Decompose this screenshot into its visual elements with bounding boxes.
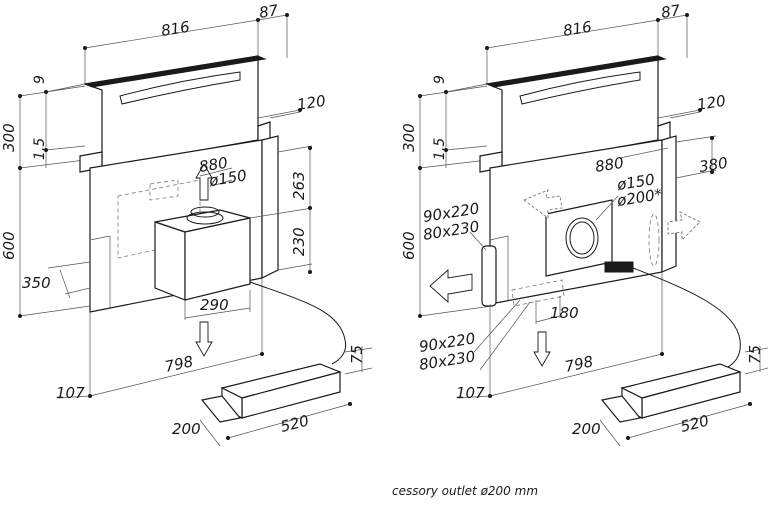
right-view	[418, 13, 768, 447]
right-dim-side-depth: 120	[696, 92, 727, 114]
left-dim-side-offset: 350	[22, 274, 51, 292]
left-view	[18, 13, 373, 447]
left-dim-outlet-diameter: ø150	[207, 166, 248, 190]
left-dim-bottom-width: 798	[163, 352, 195, 376]
left-dim-unit-length: 520	[279, 411, 311, 435]
left-dim-rise-height: 300	[0, 123, 18, 152]
right-dim-glass-thickness: 9	[432, 75, 448, 84]
left-dim-unit-depth: 200	[172, 420, 201, 438]
right-dim-width-top: 816	[562, 18, 593, 40]
right-dim-frame-thickness: 1.5	[432, 138, 448, 160]
left-dim-width-top: 816	[160, 18, 191, 40]
left-dim-bottom-depth: 107	[56, 384, 85, 402]
left-dim-glass-thickness: 9	[32, 75, 48, 84]
right-dim-body-width: 880	[594, 154, 625, 176]
left-dim-motor-width: 290	[200, 296, 229, 314]
left-dim-upper-offset: 263	[290, 171, 308, 200]
right-dim-depth-top: 87	[660, 1, 682, 22]
left-dim-body-width: 880	[198, 154, 229, 176]
right-dim-unit-depth: 200	[572, 420, 601, 438]
caption: cessory outlet ø200 mm	[392, 484, 538, 498]
right-dim-unit-length: 520	[679, 411, 711, 435]
right-dim-body-height: 600	[400, 231, 418, 260]
right-dim-bottom-depth: 107	[456, 384, 485, 402]
left-dim-body-height: 600	[0, 231, 18, 260]
left-dim-frame-thickness: 1.5	[32, 138, 48, 160]
right-dim-rise-height: 300	[400, 123, 418, 152]
left-dim-side-depth: 120	[296, 92, 327, 114]
left-dim-unit-height: 75	[348, 345, 366, 364]
left-dim-depth-top: 87	[258, 1, 280, 22]
left-dim-lower-offset: 230	[290, 227, 308, 256]
right-dim-outlet-diameter: ø150	[615, 170, 656, 194]
right-dim-bottom-offset: 180	[550, 304, 579, 322]
right-dim-unit-height: 75	[746, 345, 764, 364]
right-dim-bottom-width: 798	[563, 352, 595, 376]
right-dim-side-depth-2: 380	[698, 154, 729, 176]
